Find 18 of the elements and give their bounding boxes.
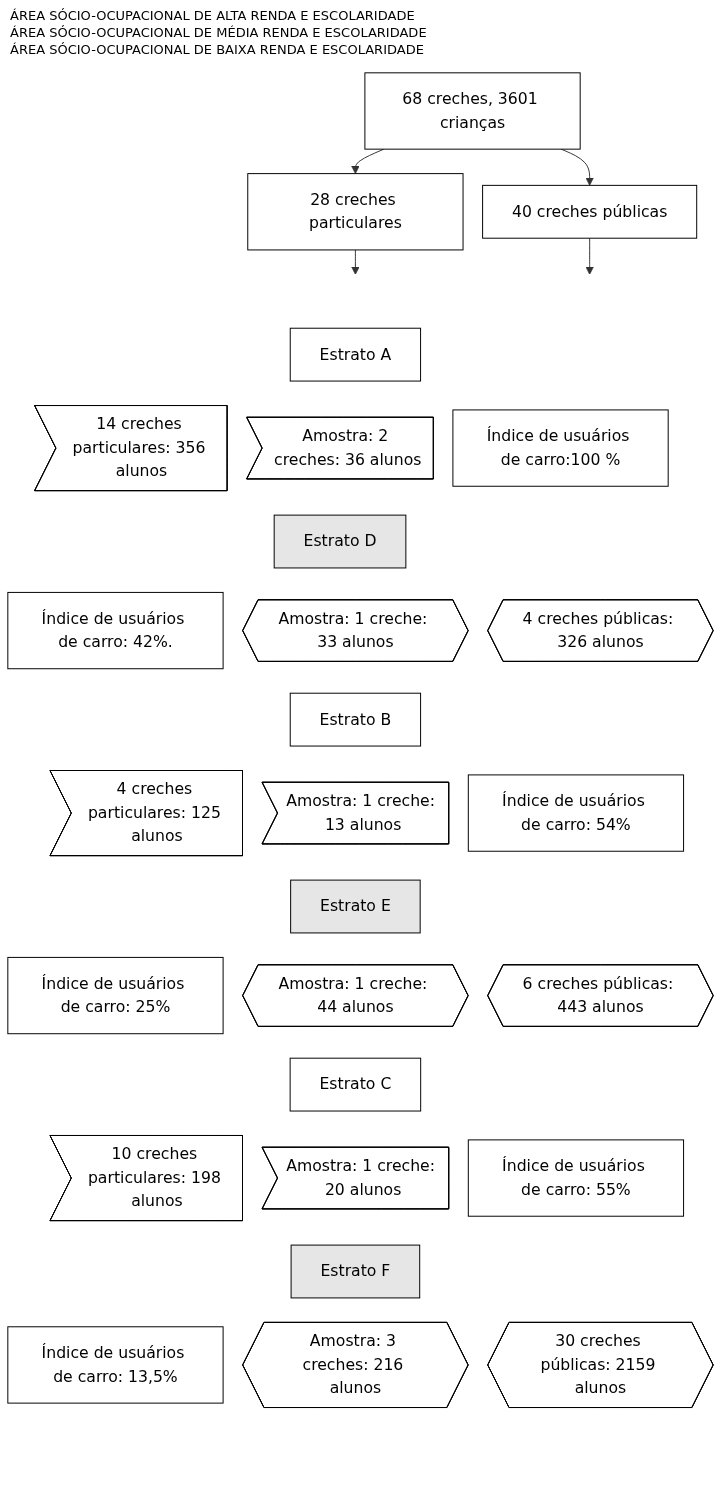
node-box: Índice de usuários de carro: 42%. <box>7 591 224 670</box>
node-box: Estrato B <box>289 692 422 747</box>
section-heading: ÁREA SÓCIO-OCUPACIONAL DE ALTA RENDA E ESCOLARIDADE <box>10 8 416 23</box>
node-box: 68 creches, 3601 crianças <box>364 72 581 150</box>
node-box: Índice de usuários de carro: 13,5% <box>7 1326 224 1404</box>
node-box: Estrato E <box>290 879 421 934</box>
node-box: Estrato C <box>289 1057 422 1112</box>
node-box: Estrato A <box>289 327 422 382</box>
node-box: Índice de usuários de carro: 54% <box>467 774 685 852</box>
node-box: Índice de usuários de carro: 25% <box>7 956 224 1035</box>
node-box: Índice de usuários de carro: 55% <box>467 1139 685 1217</box>
node-box: 28 creches particulares <box>247 173 464 251</box>
section-heading: ÁREA SÓCIO-OCUPACIONAL DE BAIXA RENDA E ESCOLARIDADE <box>10 42 425 57</box>
node-box: Estrato F <box>290 1244 421 1299</box>
section-heading: ÁREA SÓCIO-OCUPACIONAL DE MÉDIA RENDA E ESCOLARIDADE <box>10 25 428 40</box>
node-box: Estrato D <box>273 514 407 569</box>
node-box: Índice de usuários de carro:100 % <box>452 409 669 487</box>
node-box: 40 creches públicas <box>482 184 698 239</box>
